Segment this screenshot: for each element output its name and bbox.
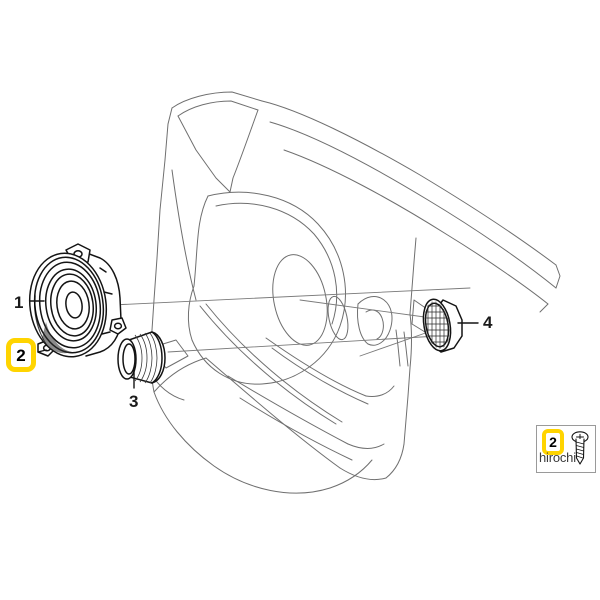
callout-label-1: 1 [14, 293, 24, 312]
highlight-badge-2[interactable]: 2 [6, 338, 36, 372]
legend-highlight-badge[interactable]: 2 [542, 429, 564, 455]
legend-watermark: hirochi [539, 450, 576, 465]
legend-box: 2 hirochi [536, 425, 596, 473]
legend-badge-label: 2 [549, 434, 557, 450]
screw-icon [571, 431, 589, 465]
callout-label-4: 4 [483, 313, 493, 332]
callout-label-3: 3 [129, 392, 139, 411]
highlight-badge-label: 2 [16, 345, 26, 365]
